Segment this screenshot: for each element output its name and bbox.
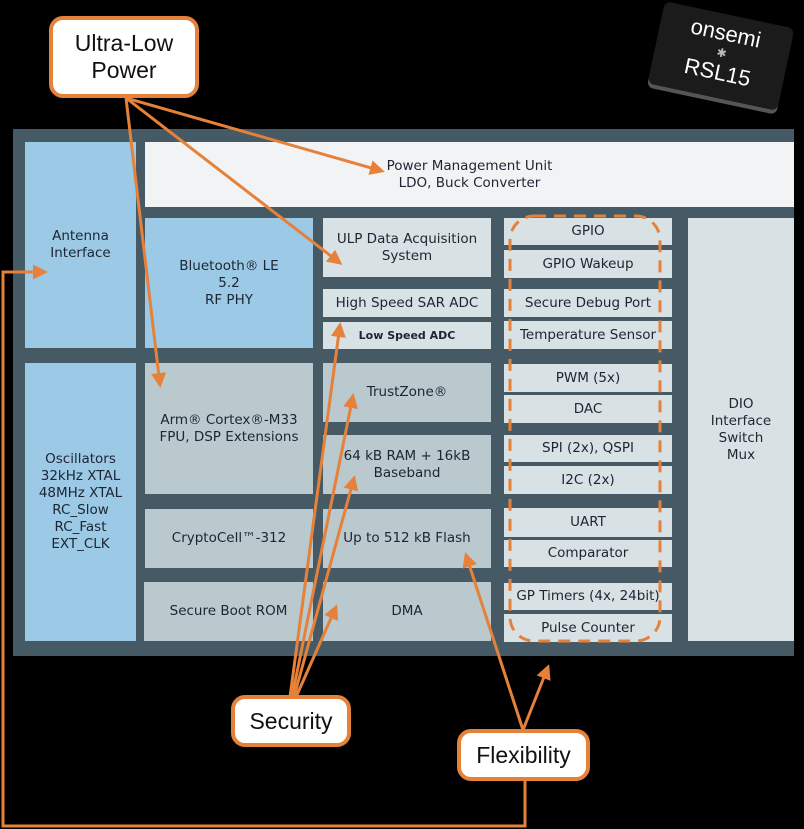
arrow-security-to-trustzone (290, 393, 358, 698)
peripheral-dac: DAC (504, 395, 672, 423)
arrow-ulp-to-cortex (124, 97, 167, 388)
callout-flexibility: Flexibility (457, 729, 590, 781)
arrow-security-to-dma (294, 604, 338, 698)
peripheral-pulse-counter: Pulse Counter (504, 614, 672, 642)
arrow-flexibility-to-peripherals (521, 664, 551, 731)
peripheral-gpio: GPIO (504, 218, 672, 245)
ulp-daq-block: ULP Data Acquisition System (323, 218, 491, 277)
peripheral-temperature-sensor: Temperature Sensor (504, 321, 672, 349)
peripheral-spi: SPI (2x), QSPI (504, 435, 672, 462)
ram-block: 64 kB RAM + 16kB Baseband (323, 435, 491, 494)
secure-boot-rom-block: Secure Boot ROM (144, 582, 313, 641)
callout-ultra-low-power: Ultra-Low Power (49, 16, 199, 98)
dio-mux-block: DIO Interface Switch Mux (688, 218, 794, 641)
cortex-m33-block: Arm® Cortex®-M33 FPU, DSP Extensions (145, 363, 313, 494)
peripheral-secure-debug-port: Secure Debug Port (504, 289, 672, 317)
arrow-ulp-to-daq (125, 96, 343, 265)
trustzone-block: TrustZone® (323, 363, 491, 422)
arrow-security-to-ram (292, 475, 359, 698)
oscillators-block: Oscillators 32kHz XTAL 48MHz XTAL RC_Slo… (25, 363, 136, 641)
peripheral-comparator: Comparator (504, 540, 672, 567)
cryptocell-block: CryptoCell™-312 (145, 509, 313, 568)
peripheral-gpio-wakeup: GPIO Wakeup (504, 250, 672, 278)
antenna-interface-block: Antenna Interface (25, 142, 136, 348)
flexibility-dashed-outline (508, 214, 662, 643)
arrow-flexibility-to-flash (462, 552, 525, 731)
callout-security: Security (231, 695, 351, 747)
arrow-flexibility-to-antenna (1, 264, 527, 828)
peripheral-i2c: I2C (2x) (504, 466, 672, 494)
dma-block: DMA (323, 582, 491, 641)
high-speed-adc-block: High Speed SAR ADC (323, 289, 491, 317)
arrow-security-to-adc (288, 322, 346, 698)
peripheral-gp-timers: GP Timers (4x, 24bit) (504, 583, 672, 610)
bluetooth-block: Bluetooth® LE 5.2 RF PHY (145, 218, 313, 348)
low-speed-adc-block: Low Speed ADC (323, 322, 491, 349)
peripheral-pwm: PWM (5x) (504, 364, 672, 392)
peripheral-uart: UART (504, 508, 672, 537)
arrow-ulp-to-pmu (125, 96, 385, 175)
